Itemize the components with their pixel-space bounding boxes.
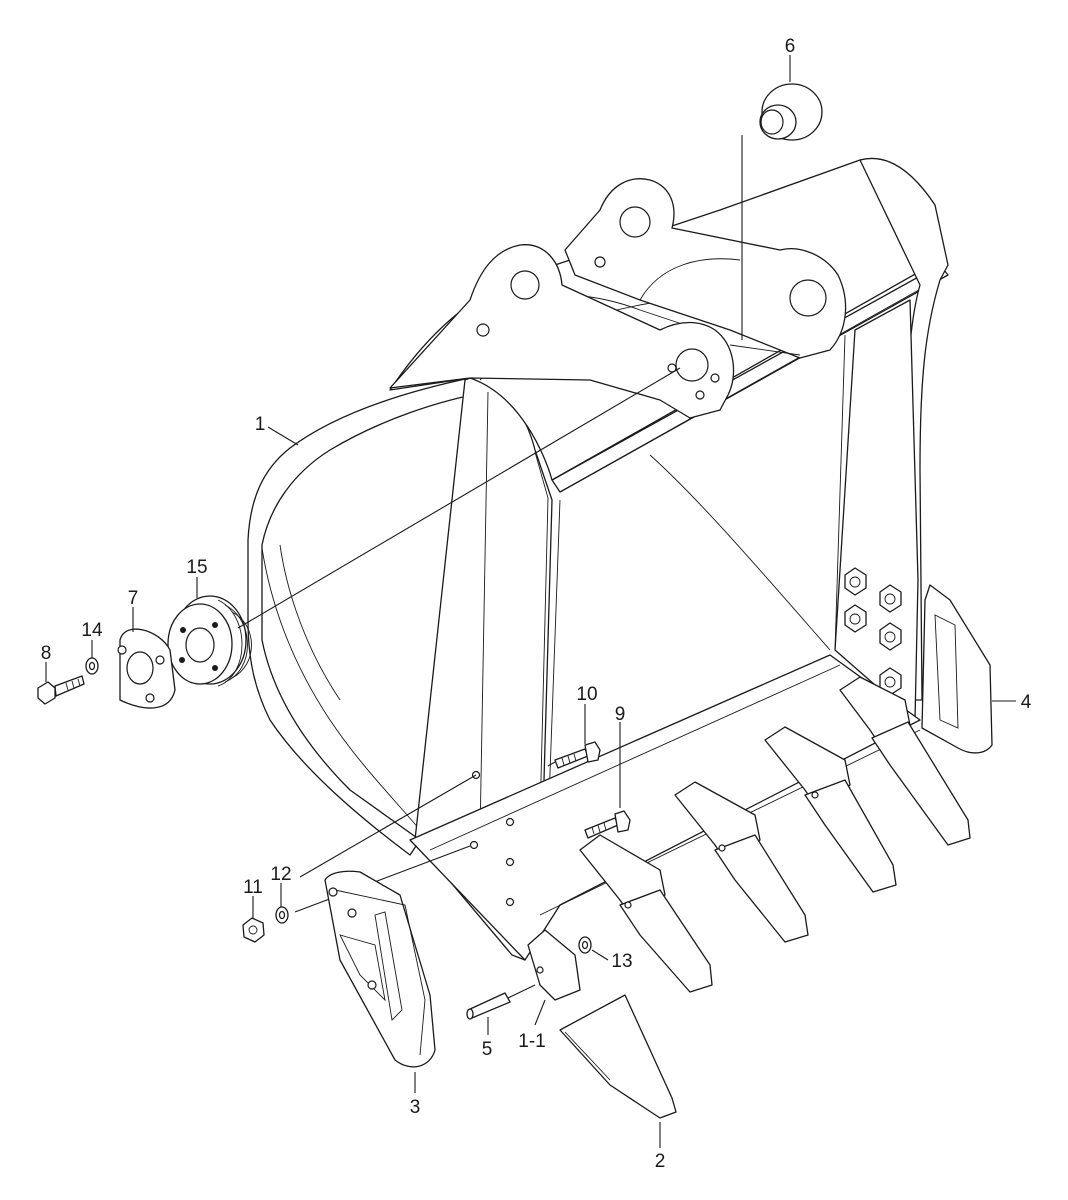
callout-1: 1	[255, 414, 266, 435]
callout-13: 13	[611, 951, 632, 972]
pin-part-5	[466, 984, 536, 1020]
nut-part-11	[242, 917, 265, 943]
callout-10: 10	[576, 684, 597, 705]
leader-lines	[45, 55, 1016, 1148]
bushing-part-6	[741, 83, 823, 340]
mounting-brackets	[389, 178, 847, 419]
plate-part-7	[117, 628, 176, 709]
bracket-pin-bore-left-upper	[510, 270, 540, 300]
adapter-1	[579, 834, 666, 916]
callout-11: 11	[243, 877, 263, 898]
bracket-pin-bore-left-lower	[675, 348, 709, 382]
callout-15: 15	[186, 557, 207, 578]
bracket-plate-left	[389, 244, 735, 419]
callout-14: 14	[81, 620, 103, 641]
callout-5: 5	[482, 1039, 493, 1060]
bracket-pin-bore-right-lower	[789, 279, 827, 317]
tooth-4	[871, 721, 971, 846]
bracket-small-hole	[476, 323, 490, 337]
tooth-3	[804, 779, 897, 893]
bracket-pin-bore-right-upper	[619, 206, 651, 238]
callout-7: 7	[128, 588, 139, 609]
callout-8: 8	[41, 643, 52, 664]
bolt-part-10	[547, 741, 601, 769]
side-cutter-part-4	[921, 584, 993, 754]
side-plate-holes	[294, 770, 515, 913]
tooth-part-2	[559, 994, 677, 1119]
callout-3: 3	[410, 1097, 421, 1118]
callout-4: 4	[1021, 692, 1032, 713]
bucket-side-shell-left	[247, 377, 489, 856]
adapter-5	[527, 929, 581, 1001]
boss-ring-part-15	[167, 595, 252, 687]
bolt-heads-right	[844, 567, 902, 696]
bolt-part-9	[584, 810, 631, 839]
washer-part-12	[275, 906, 289, 924]
tooth-2	[714, 834, 809, 943]
side-cutter-part-3	[324, 870, 436, 1068]
callout-12: 12	[270, 864, 291, 885]
washer-part-14	[85, 657, 99, 675]
tooth-adapters	[527, 676, 971, 1001]
tooth-1	[619, 889, 713, 993]
callout-6: 6	[785, 36, 796, 57]
callout-1-1: 1-1	[518, 1031, 545, 1052]
washer-part-13	[578, 936, 592, 954]
callout-9: 9	[615, 704, 626, 725]
bolt-part-8	[37, 675, 85, 705]
callout-labels: 6 1 15 7 14 8 10 9 4 11 12 13 5 1-1 3 2	[41, 36, 1032, 1172]
callout-2: 2	[655, 1151, 666, 1172]
